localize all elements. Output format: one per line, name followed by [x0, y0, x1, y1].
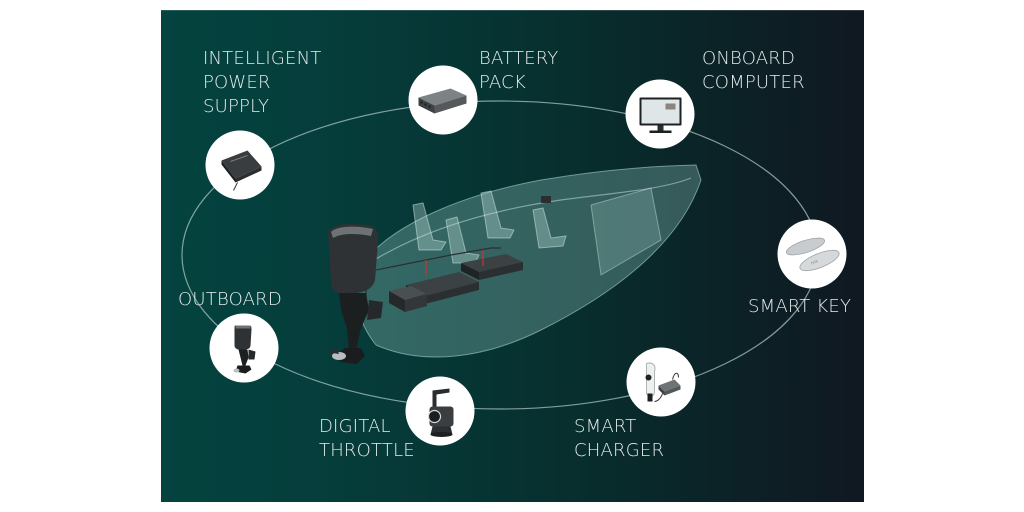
node-smart-key[interactable]: nce	[777, 219, 847, 289]
label-digital-throttle: DIGITAL THROTTLE	[319, 416, 415, 461]
node-intelligent-power-supply[interactable]	[205, 130, 275, 200]
boat-windshield	[590, 187, 662, 276]
helm-display	[541, 196, 551, 203]
node-smart-charger[interactable]	[626, 347, 696, 417]
boat-seats	[412, 190, 567, 264]
label-onboard-computer: ONBOARD COMPUTER	[702, 48, 805, 93]
label-intelligent-power-supply: INTELLIGENT POWER SUPPLY	[203, 48, 322, 117]
label-battery-pack: BATTERY PACK	[479, 48, 559, 93]
key-fob-icon: nce	[785, 237, 840, 272]
node-digital-throttle[interactable]	[405, 376, 475, 446]
label-smart-key: SMART KEY	[748, 296, 852, 317]
outboard-motor	[326, 224, 383, 364]
boat-gunwale	[365, 177, 692, 266]
svg-text:nce: nce	[810, 258, 819, 266]
battery-modules	[365, 247, 523, 312]
battery-pack-icon	[418, 88, 467, 114]
charger-plug-icon	[645, 362, 681, 402]
node-outboard[interactable]	[209, 313, 279, 383]
label-smart-charger: SMART CHARGER	[574, 416, 665, 461]
boat-hull	[355, 164, 702, 358]
throttle-lever-icon	[427, 388, 454, 437]
label-outboard: OUTBOARD	[178, 289, 282, 310]
power-supply-unit-icon	[221, 150, 262, 191]
outboard-motor-icon	[233, 325, 256, 374]
boat-cutaway-illustration	[326, 164, 702, 364]
diagram-panel: INTELLIGENT POWER SUPPLY BATTERY PACK ON…	[161, 10, 864, 502]
node-onboard-computer[interactable]	[625, 79, 695, 149]
monitor-icon	[639, 97, 682, 133]
node-battery-pack[interactable]	[408, 65, 478, 135]
diagram-canvas	[181, 100, 819, 410]
